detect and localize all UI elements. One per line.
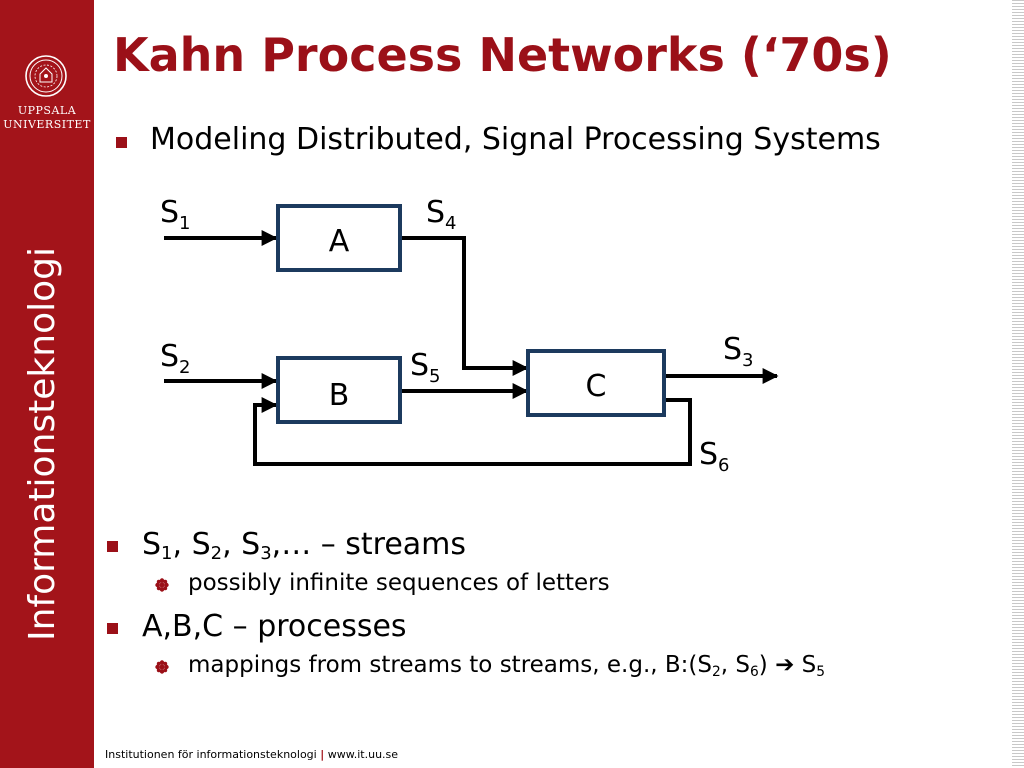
- text-run: S: [794, 652, 817, 678]
- sidebar: UPPSALA UNIVERSITET Informationsteknolog…: [0, 0, 94, 768]
- stream-label-s5: S5: [410, 348, 441, 387]
- flower-bullet-icon: [155, 660, 169, 674]
- square-bullet-icon: [116, 137, 127, 148]
- bullet-processes: A,B,C – processes: [142, 609, 407, 644]
- process-label-c: C: [586, 369, 607, 404]
- sub-bullet-mappings: mappings from streams to streams, e.g., …: [188, 652, 826, 680]
- process-box-a: A: [276, 204, 402, 272]
- stream-label-s1: S1: [160, 195, 191, 234]
- stream-label-s2: S2: [160, 339, 191, 378]
- process-label-b: B: [329, 378, 350, 413]
- logo-line-2: UNIVERSITET: [3, 118, 91, 131]
- square-bullet-icon: [107, 623, 118, 634]
- logo-line-1: UPPSALA: [17, 104, 77, 117]
- text-run: possibly infinite sequences of letters: [188, 570, 610, 596]
- subscript: 2: [210, 543, 223, 565]
- text-run: A,B,C – processes: [142, 609, 407, 644]
- top-bullet-text: Modeling Distributed, Signal Processing …: [150, 122, 881, 157]
- bullet-streams: S1, S2, S3,… – streams: [142, 527, 467, 565]
- text-run: mappings from streams to streams, e.g., …: [188, 652, 712, 678]
- text-run: ): [758, 652, 776, 678]
- subscript: 2: [712, 663, 721, 680]
- process-box-b: B: [276, 356, 402, 424]
- subscript: 3: [260, 543, 272, 565]
- footer: Institutionen för informationsteknologi …: [105, 748, 398, 761]
- text-run: , S: [172, 527, 211, 562]
- text-run: S: [142, 527, 162, 562]
- subscript: 5: [816, 663, 826, 680]
- subscript: 1: [161, 543, 173, 565]
- square-bullet-icon: [107, 541, 118, 552]
- stream-label-s3: S3: [723, 332, 754, 371]
- text-run: ,… – streams: [271, 527, 467, 562]
- footer-url-link[interactable]: www.it.uu.se: [327, 748, 399, 761]
- right-edge-stripes: [1012, 0, 1024, 768]
- stream-label-s6: S6: [699, 437, 730, 476]
- slide-title: Kahn Process Networks (‘70s): [113, 28, 892, 82]
- process-label-a: A: [329, 224, 350, 259]
- footer-separator: |: [320, 748, 325, 761]
- subscript: 6: [750, 663, 759, 680]
- flower-bullet-icon: [155, 578, 169, 592]
- process-box-c: C: [526, 349, 666, 417]
- university-seal-icon: [25, 55, 67, 97]
- stream-label-s4: S4: [426, 195, 457, 234]
- stream-line-s4: [401, 236, 529, 376]
- footer-institution: Institutionen för informationsteknologi: [105, 748, 317, 761]
- sub-bullet-sequences: possibly infinite sequences of letters: [188, 570, 610, 596]
- text-run: , S: [222, 527, 261, 562]
- stream-line-s6: [253, 397, 692, 466]
- text-run: , S: [720, 652, 751, 678]
- right-arrow-icon: ➔: [775, 652, 795, 678]
